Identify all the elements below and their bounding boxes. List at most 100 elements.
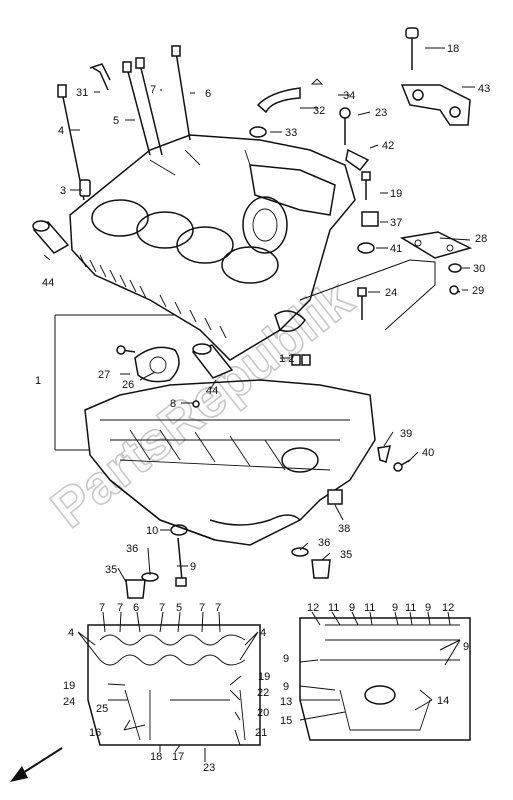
gasket-left-labels: 7 7 6 7 5 7 7 4 4 19 19 22 24 25 20 16 2… bbox=[63, 602, 270, 774]
bracket-43 bbox=[400, 84, 471, 126]
plug-35-right bbox=[291, 547, 331, 579]
gasket-right-leaders bbox=[299, 611, 461, 721]
gl-4-left: 4 bbox=[68, 627, 74, 639]
pins-1-2 bbox=[291, 354, 311, 366]
washer-10 bbox=[170, 524, 188, 536]
gl-top-7a: 7 bbox=[99, 602, 105, 614]
gr-9-left-b: 9 bbox=[283, 681, 289, 693]
callout-24-top: 24 bbox=[385, 287, 397, 299]
front-arrow-icon bbox=[10, 747, 63, 782]
bolt-diagram-right bbox=[299, 617, 471, 741]
bolt-27 bbox=[116, 345, 136, 355]
gr-top-12a: 12 bbox=[307, 602, 319, 614]
callout-26: 26 bbox=[122, 379, 134, 391]
gr-14: 14 bbox=[437, 695, 449, 707]
gl-17: 17 bbox=[172, 751, 184, 763]
gr-top-11b: 11 bbox=[364, 602, 375, 614]
gl-top-5: 5 bbox=[176, 602, 182, 614]
pin-8 bbox=[192, 400, 200, 408]
callout-37: 37 bbox=[390, 217, 402, 229]
callout-41: 41 bbox=[390, 243, 402, 255]
callout-1-2: 1 2 bbox=[279, 353, 294, 365]
clamp-37 bbox=[361, 211, 379, 227]
gl-19-right: 19 bbox=[258, 671, 270, 683]
callout-labels: 18 43 34 32 23 33 42 19 37 28 41 30 29 2… bbox=[35, 43, 490, 576]
callout-38: 38 bbox=[338, 523, 350, 535]
washer-30 bbox=[448, 263, 462, 273]
callout-8: 8 bbox=[170, 398, 176, 410]
cover-28 bbox=[399, 231, 473, 259]
plug-35-left bbox=[125, 572, 159, 599]
cover-31 bbox=[89, 63, 111, 81]
o-ring-33 bbox=[249, 126, 267, 138]
gl-24: 24 bbox=[63, 696, 75, 708]
watermark: PartsRepublik bbox=[40, 268, 364, 539]
dowel-pin-3 bbox=[79, 179, 91, 197]
callout-35-right: 35 bbox=[340, 549, 352, 561]
gl-22: 22 bbox=[257, 687, 269, 699]
gl-4-right: 4 bbox=[260, 627, 266, 639]
callout-19: 19 bbox=[390, 188, 402, 200]
gl-20: 20 bbox=[257, 707, 269, 719]
callout-29: 29 bbox=[472, 285, 484, 297]
callout-43: 43 bbox=[478, 83, 490, 95]
callout-6-top: 6 bbox=[205, 88, 211, 100]
callout-27: 27 bbox=[98, 369, 110, 381]
callout-32: 32 bbox=[313, 105, 325, 117]
callout-36-right: 36 bbox=[318, 537, 330, 549]
gasket-left-leaders bbox=[77, 611, 259, 762]
callout-1-bracket bbox=[54, 314, 175, 451]
callout-30: 30 bbox=[473, 263, 485, 275]
gr-top-11a: 11 bbox=[328, 602, 339, 614]
bolt-18 bbox=[405, 27, 419, 70]
callout-7-top: 7 bbox=[150, 84, 156, 96]
callout-5-top: 5 bbox=[113, 115, 119, 127]
sensor-42 bbox=[345, 148, 370, 172]
callout-33: 33 bbox=[285, 127, 297, 139]
bolt-29 bbox=[449, 285, 461, 295]
bolt-40 bbox=[393, 459, 411, 472]
gl-18: 18 bbox=[150, 751, 162, 763]
gasket-right-labels: 12 11 9 11 9 11 9 12 9 9 9 13 14 15 bbox=[280, 602, 469, 727]
bracket-39 bbox=[377, 445, 392, 463]
upper-crankcase bbox=[69, 134, 356, 361]
gr-9-right: 9 bbox=[463, 641, 469, 653]
gr-13: 13 bbox=[280, 696, 292, 708]
callout-39: 39 bbox=[400, 428, 412, 440]
hose-clamp-34 bbox=[310, 78, 324, 85]
gr-top-11c: 11 bbox=[405, 602, 416, 614]
gl-16: 16 bbox=[89, 727, 101, 739]
callout-1: 1 bbox=[35, 375, 41, 387]
gr-top-9b: 9 bbox=[392, 602, 398, 614]
gr-top-9c: 9 bbox=[425, 602, 431, 614]
gl-top-6: 6 bbox=[133, 602, 139, 614]
callout-34: 34 bbox=[343, 90, 355, 102]
bolt-23 bbox=[339, 107, 351, 145]
gl-19-left: 19 bbox=[63, 680, 75, 692]
gl-top-7b: 7 bbox=[117, 602, 123, 614]
cover-28-leader bbox=[299, 259, 436, 331]
gl-top-7c: 7 bbox=[159, 602, 165, 614]
callout-23: 23 bbox=[375, 107, 387, 119]
switch-38 bbox=[327, 489, 343, 505]
callout-18: 18 bbox=[447, 43, 459, 55]
callout-35-left: 35 bbox=[105, 564, 117, 576]
oil-filter-cover-44-left bbox=[32, 220, 70, 254]
callout-44-left: 44 bbox=[42, 277, 54, 289]
gl-23: 23 bbox=[203, 762, 215, 774]
callout-9: 9 bbox=[190, 561, 196, 573]
callout-4-top: 4 bbox=[58, 125, 64, 137]
breather-hose-32 bbox=[256, 87, 301, 114]
gr-top-12b: 12 bbox=[442, 602, 454, 614]
callout-40: 40 bbox=[422, 447, 434, 459]
bolt-9 bbox=[175, 537, 187, 587]
gl-21: 21 bbox=[255, 727, 267, 739]
bolt-24 bbox=[357, 287, 367, 320]
callout-10: 10 bbox=[146, 525, 158, 537]
gr-15: 15 bbox=[280, 715, 292, 727]
cylinder-studs bbox=[57, 45, 191, 201]
gasket-26 bbox=[134, 346, 180, 383]
gl-top-7e: 7 bbox=[215, 602, 221, 614]
gr-9-left-a: 9 bbox=[283, 653, 289, 665]
